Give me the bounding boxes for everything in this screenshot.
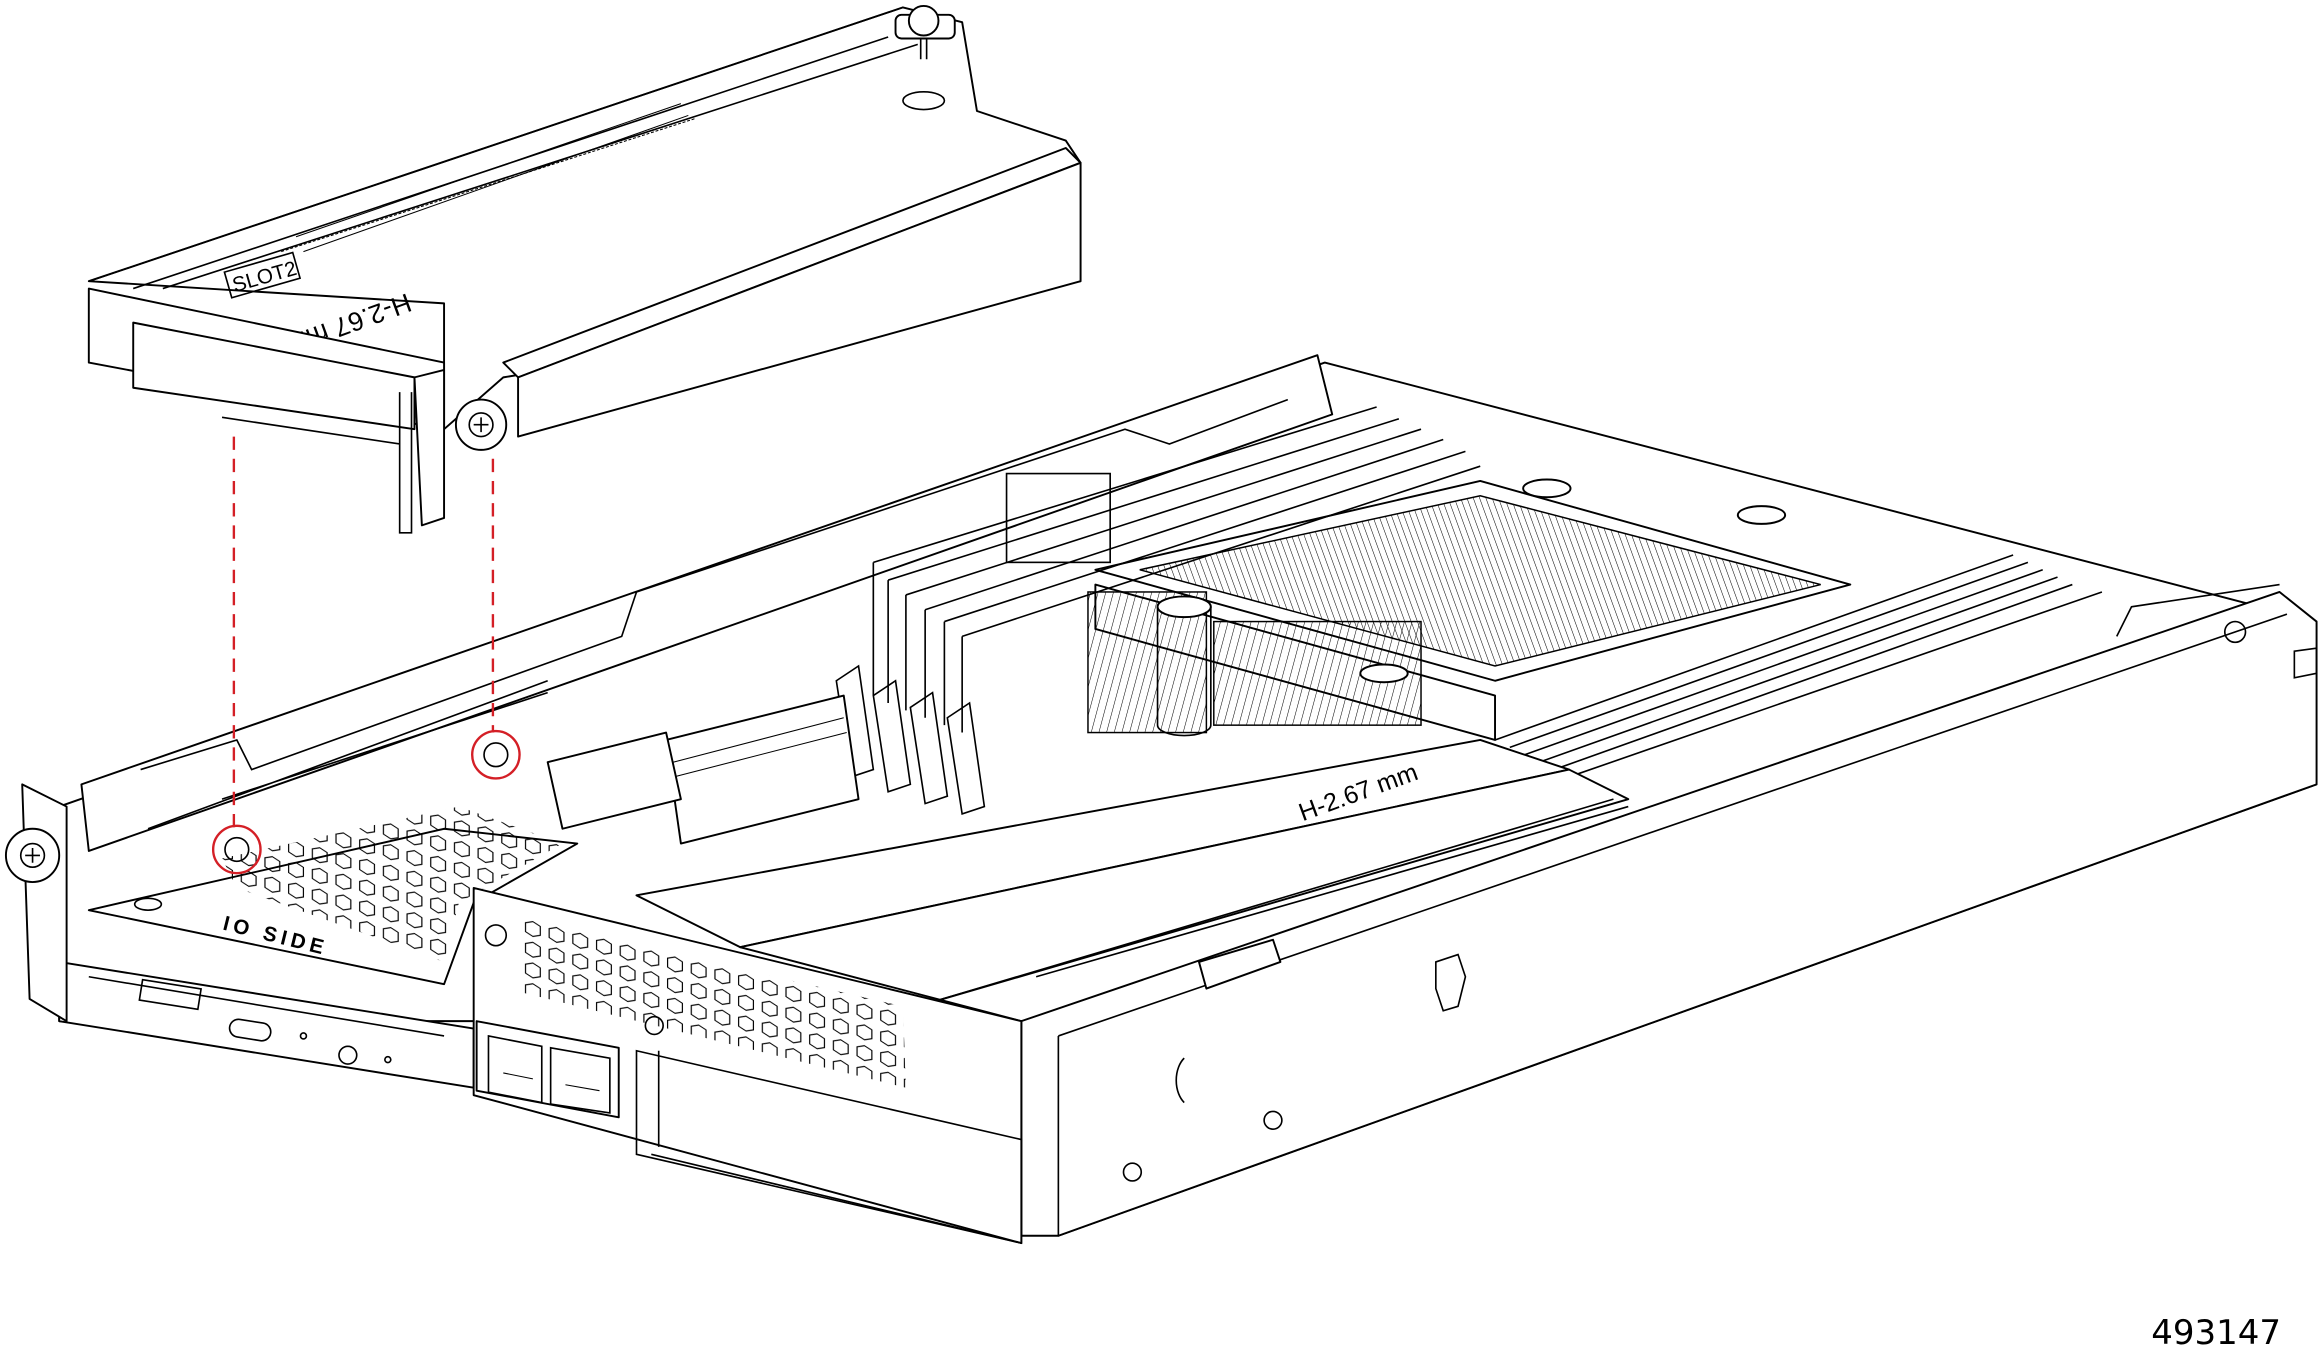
io-side-tray: IO SIDE (87, 806, 579, 986)
alignment-callouts (211, 436, 521, 875)
top-rear-thumbscrew (894, 4, 956, 111)
left-side-rail (80, 354, 1334, 852)
figure-number: 493147 (2151, 1313, 2281, 1353)
usb-port (138, 978, 203, 1011)
alignment-pin-highlight-right (471, 729, 521, 780)
usb-c-port (228, 1018, 272, 1042)
left-thumbscrew (4, 783, 68, 1023)
alignment-pin-highlight-left (211, 824, 262, 875)
riser-cage: SLOT2 H-2.67 mm (87, 4, 1082, 534)
reset-button (338, 1045, 358, 1065)
compute-sled: H-2.67 mm IO SIDE (4, 354, 2318, 1245)
rj45-ports (475, 1020, 620, 1119)
front-io-panel (4, 783, 1023, 1245)
riser-connector-latches (546, 664, 986, 845)
riser-thumbscrew (454, 398, 508, 451)
cpu-heatsink (1087, 478, 1852, 741)
nic-card: H-2.67 mm (635, 738, 1630, 1023)
memory-dimms (872, 406, 2103, 778)
